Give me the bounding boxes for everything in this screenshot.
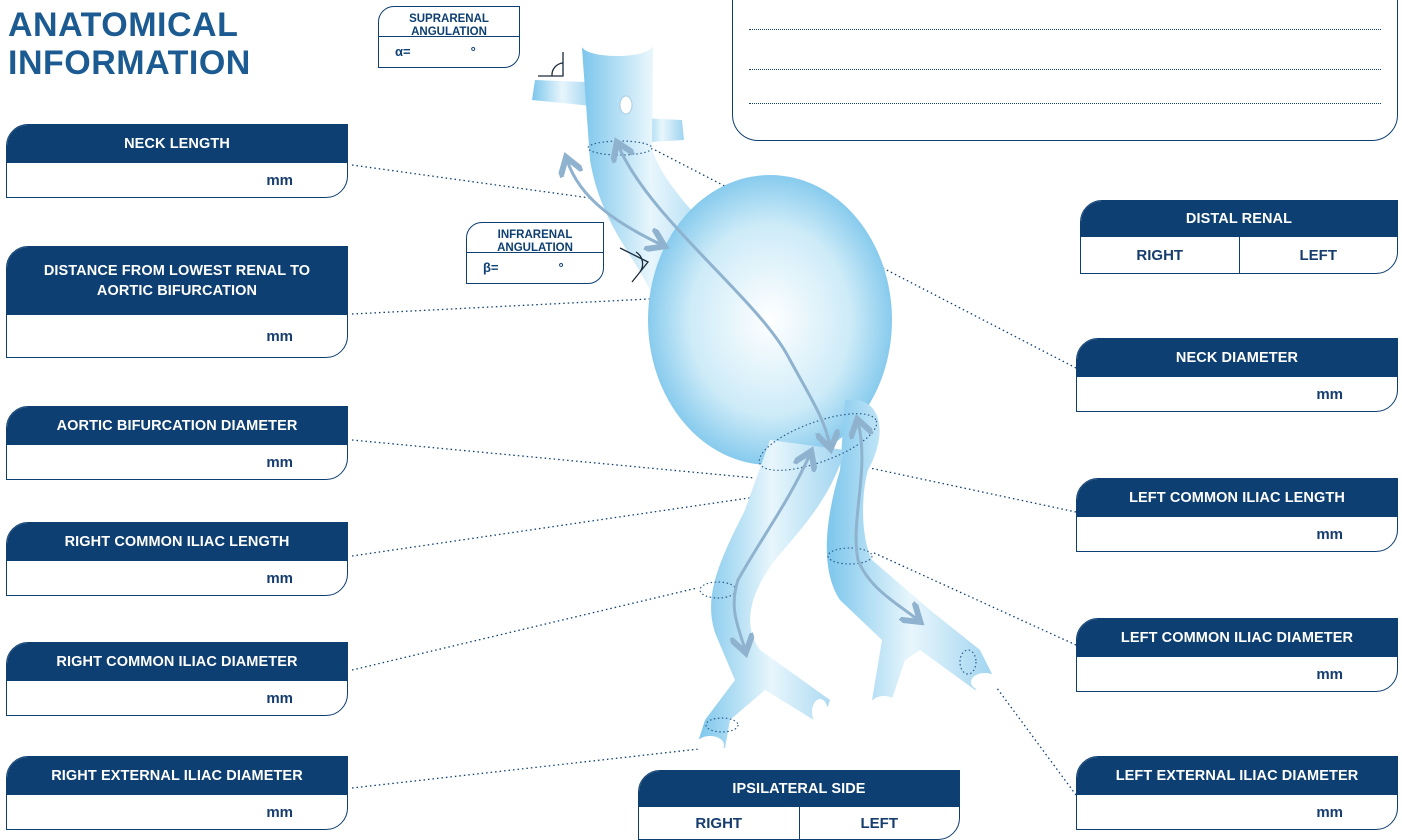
notes-line <box>749 103 1381 104</box>
right-renal-artery <box>532 80 592 106</box>
left-common-iliac-diameter-label: LEFT COMMON ILIAC DIAMETER <box>1077 619 1397 657</box>
neck-diameter-box[interactable]: NECK DIAMETER mm <box>1076 338 1398 412</box>
aortic-bifurcation-diameter-label: AORTIC BIFURCATION DIAMETER <box>7 407 347 445</box>
right-external-iliac-diameter-label: RIGHT EXTERNAL ILIAC DIAMETER <box>7 757 347 795</box>
ipsilateral-left[interactable]: LEFT <box>799 807 960 839</box>
ipsilateral-side-label: IPSILATERAL SIDE <box>639 771 959 807</box>
notes-line <box>749 29 1381 30</box>
right-common-iliac-diameter-label: RIGHT COMMON ILIAC DIAMETER <box>7 643 347 681</box>
right-common-iliac-diameter-unit[interactable]: mm <box>7 681 347 715</box>
degree-unit: ° <box>471 44 476 59</box>
distance-lowest-renal-box[interactable]: DISTANCE FROM LOWEST RENAL TO AORTIC BIF… <box>6 246 348 358</box>
notes-line <box>749 69 1381 70</box>
right-common-iliac-length-box[interactable]: RIGHT COMMON ILIAC LENGTH mm <box>6 522 348 596</box>
neck-length-label: NECK LENGTH <box>7 125 347 163</box>
distal-renal-right[interactable]: RIGHT <box>1081 237 1239 273</box>
beta-symbol: β= <box>483 260 499 275</box>
neck-length-box[interactable]: NECK LENGTH mm <box>6 124 348 198</box>
left-iliac <box>827 400 995 705</box>
left-common-iliac-diameter-box[interactable]: LEFT COMMON ILIAC DIAMETER mm <box>1076 618 1398 692</box>
suprarenal-angulation-value[interactable]: α= ° <box>379 37 519 65</box>
neck-diameter-label: NECK DIAMETER <box>1077 339 1397 377</box>
left-external-opening <box>971 673 999 691</box>
right-common-iliac-length-unit[interactable]: mm <box>7 561 347 595</box>
left-external-iliac-diameter-unit[interactable]: mm <box>1077 795 1397 829</box>
leader-left-common-iliac-length <box>870 468 1076 512</box>
degree-unit: ° <box>559 260 564 275</box>
distance-lowest-renal-unit[interactable]: mm <box>7 315 347 357</box>
leader-right-common-iliac-diameter <box>352 588 697 670</box>
aortic-bifurcation-diameter-box[interactable]: AORTIC BIFURCATION DIAMETER mm <box>6 406 348 480</box>
left-common-iliac-diameter-unit[interactable]: mm <box>1077 657 1397 691</box>
distal-renal-label: DISTAL RENAL <box>1081 201 1397 237</box>
suprarenal-angle-icon <box>538 52 563 76</box>
alpha-symbol: α= <box>395 44 411 59</box>
leader-aortic-bifurcation <box>352 440 755 478</box>
left-common-iliac-length-unit[interactable]: mm <box>1077 517 1397 551</box>
distance-lowest-renal-label: DISTANCE FROM LOWEST RENAL TO AORTIC BIF… <box>7 247 347 315</box>
neck-diameter-unit[interactable]: mm <box>1077 377 1397 411</box>
leader-neck-length <box>352 165 590 198</box>
distal-renal-box[interactable]: DISTAL RENAL RIGHT LEFT <box>1080 200 1398 274</box>
distal-renal-left[interactable]: LEFT <box>1239 237 1398 273</box>
ipsilateral-right[interactable]: RIGHT <box>639 807 799 839</box>
leader-right-common-iliac-length <box>352 492 790 556</box>
renal-ostium <box>620 96 632 114</box>
right-common-iliac-diameter-box[interactable]: RIGHT COMMON ILIAC DIAMETER mm <box>6 642 348 716</box>
aorta-top-opening <box>582 36 652 56</box>
page-title-line2: INFORMATION <box>8 44 251 82</box>
aorta-illustration <box>532 36 999 754</box>
left-internal-opening <box>871 696 897 712</box>
infrarenal-angulation-value[interactable]: β= ° <box>467 253 603 281</box>
left-common-iliac-length-label: LEFT COMMON ILIAC LENGTH <box>1077 479 1397 517</box>
right-external-opening <box>696 736 724 754</box>
neck-length-unit[interactable]: mm <box>7 163 347 197</box>
ipsilateral-side-box[interactable]: IPSILATERAL SIDE RIGHT LEFT <box>638 770 960 840</box>
left-external-iliac-diameter-box[interactable]: LEFT EXTERNAL ILIAC DIAMETER mm <box>1076 756 1398 830</box>
leader-left-external-iliac-diameter <box>985 672 1076 795</box>
right-common-iliac-length-label: RIGHT COMMON ILIAC LENGTH <box>7 523 347 561</box>
page-title: ANATOMICAL INFORMATION <box>8 6 251 82</box>
left-external-iliac-diameter-label: LEFT EXTERNAL ILIAC DIAMETER <box>1077 757 1397 795</box>
page-title-line1: ANATOMICAL <box>8 6 251 44</box>
left-common-iliac-length-box[interactable]: LEFT COMMON ILIAC LENGTH mm <box>1076 478 1398 552</box>
aortic-bifurcation-diameter-unit[interactable]: mm <box>7 445 347 479</box>
right-external-iliac-diameter-box[interactable]: RIGHT EXTERNAL ILIAC DIAMETER mm <box>6 756 348 830</box>
right-internal-opening <box>812 699 828 725</box>
notes-box[interactable] <box>732 0 1398 141</box>
right-external-iliac-diameter-unit[interactable]: mm <box>7 795 347 829</box>
